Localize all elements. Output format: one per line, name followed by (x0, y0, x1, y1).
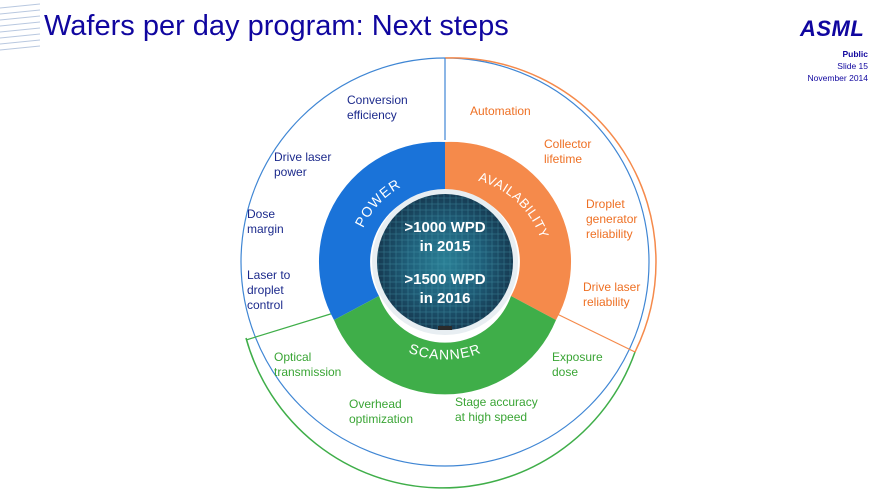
slide-date: November 2014 (807, 73, 868, 83)
power-item-dose-margin: Dose margin (247, 207, 284, 236)
wafer-notch (438, 326, 452, 330)
availability-item-droplet-generator: Droplet generator reliability (586, 197, 638, 241)
availability-segment (445, 141, 572, 320)
wafer-die-grid (377, 194, 513, 330)
scanner-item-stage-accuracy: Stage accuracy at high speed (455, 395, 538, 424)
availability-item-drive-laser-reliability: Drive laser reliability (583, 280, 641, 309)
page-title: Wafers per day program: Next steps (44, 10, 509, 42)
center-target-2015: >1000 WPD in 2015 (404, 219, 486, 255)
scanner-segment (334, 296, 556, 395)
divider-left (245, 311, 338, 341)
power-segment (318, 141, 445, 320)
classification-label: Public (842, 49, 868, 59)
divider-right (552, 311, 636, 353)
availability-item-automation: Automation (470, 104, 531, 118)
decorative-lines (0, 3, 40, 51)
outer-ring-orange-arc (444, 57, 657, 353)
center-target-2016: >1500 WPD in 2016 (404, 271, 486, 307)
scanner-item-optical-transmission: Optical transmission (274, 350, 342, 379)
asml-logo: ASML (800, 16, 865, 41)
scanner-item-overhead-optimization: Overhead optimization (349, 397, 414, 426)
power-item-laser-droplet-control: Laser to droplet control (247, 268, 291, 312)
power-item-conversion-efficiency: Conversion efficiency (347, 93, 408, 122)
outer-ring-green-arc (245, 337, 636, 489)
scanner-ring-label: SCANNER (407, 340, 483, 362)
availability-item-collector-lifetime: Collector lifetime (544, 137, 592, 166)
scanner-item-exposure-dose: Exposure dose (552, 350, 603, 379)
slide-number: Slide 15 (837, 61, 868, 71)
power-item-drive-laser-power: Drive laser power (274, 150, 332, 179)
